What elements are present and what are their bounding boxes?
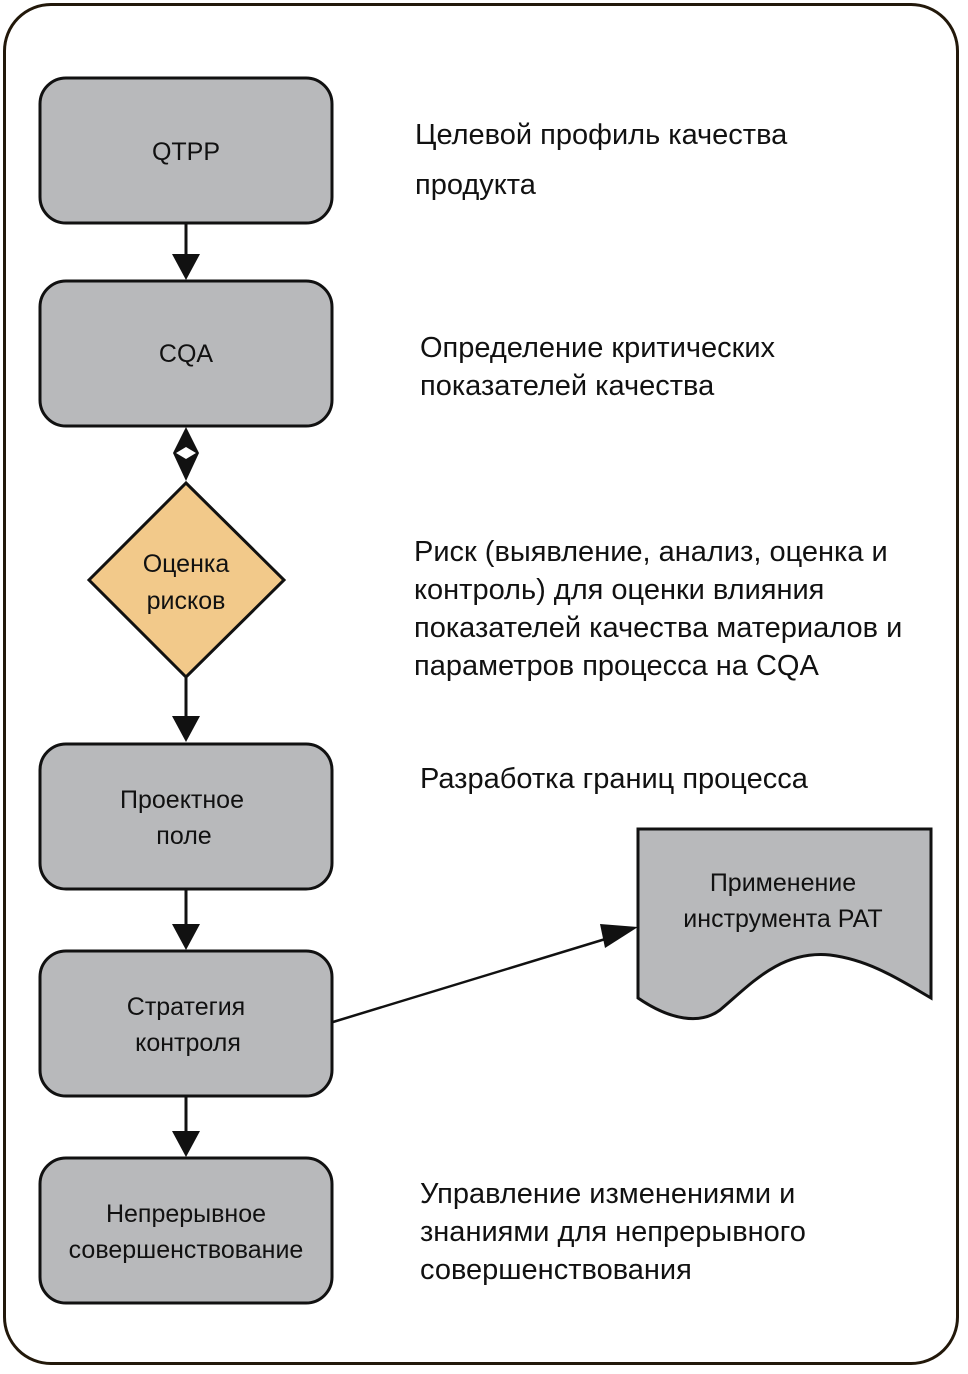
description-risk: Риск (выявление, анализ, оценка и контро… xyxy=(414,536,903,682)
description-cqa: Определение критических показателей каче… xyxy=(420,332,776,402)
node-qtpp: QTPP xyxy=(38,76,334,225)
node-label: поле xyxy=(156,822,211,850)
node-label: рисков xyxy=(147,587,226,615)
node-label: Стратегия xyxy=(127,993,245,1021)
connectors xyxy=(172,224,638,1157)
node-label: Применение xyxy=(710,869,856,897)
arrowhead-icon xyxy=(172,1131,200,1157)
node-label: Оценка xyxy=(143,550,230,578)
node-label: QTPP xyxy=(152,138,220,166)
node-label: совершенствование xyxy=(69,1236,304,1264)
node-label: инструмента PAT xyxy=(683,905,882,933)
node-label: контроля xyxy=(135,1029,241,1057)
node-continuous-improvement: Непрерывное совершенствование xyxy=(38,1156,334,1305)
description-design-space: Разработка границ процесса xyxy=(420,763,808,795)
description-continuous-improvement: Управление изменениями и знаниями для не… xyxy=(420,1178,806,1286)
arrowhead-icon xyxy=(172,254,200,280)
node-label: CQA xyxy=(159,340,214,368)
node-cqa: CQA xyxy=(38,279,334,428)
description-qtpp: Целевой профиль качества продукта xyxy=(415,119,788,201)
node-label: Непрерывное xyxy=(106,1200,266,1228)
node-design-space: Проектное поле xyxy=(38,742,334,891)
arrowhead-icon xyxy=(172,924,200,950)
node-control-strategy: Стратегия контроля xyxy=(38,949,334,1098)
arrowhead-icon xyxy=(600,924,638,948)
diagram-frame xyxy=(3,3,959,1365)
double-arrow-gap xyxy=(176,447,196,459)
edge-control-pat xyxy=(332,935,613,1024)
arrowhead-icon xyxy=(172,716,200,742)
node-risk-assessment: Оценка рисков xyxy=(86,480,287,680)
node-label: Проектное xyxy=(120,786,244,814)
node-pat-document: Применение инструмента PAT xyxy=(636,827,933,1021)
